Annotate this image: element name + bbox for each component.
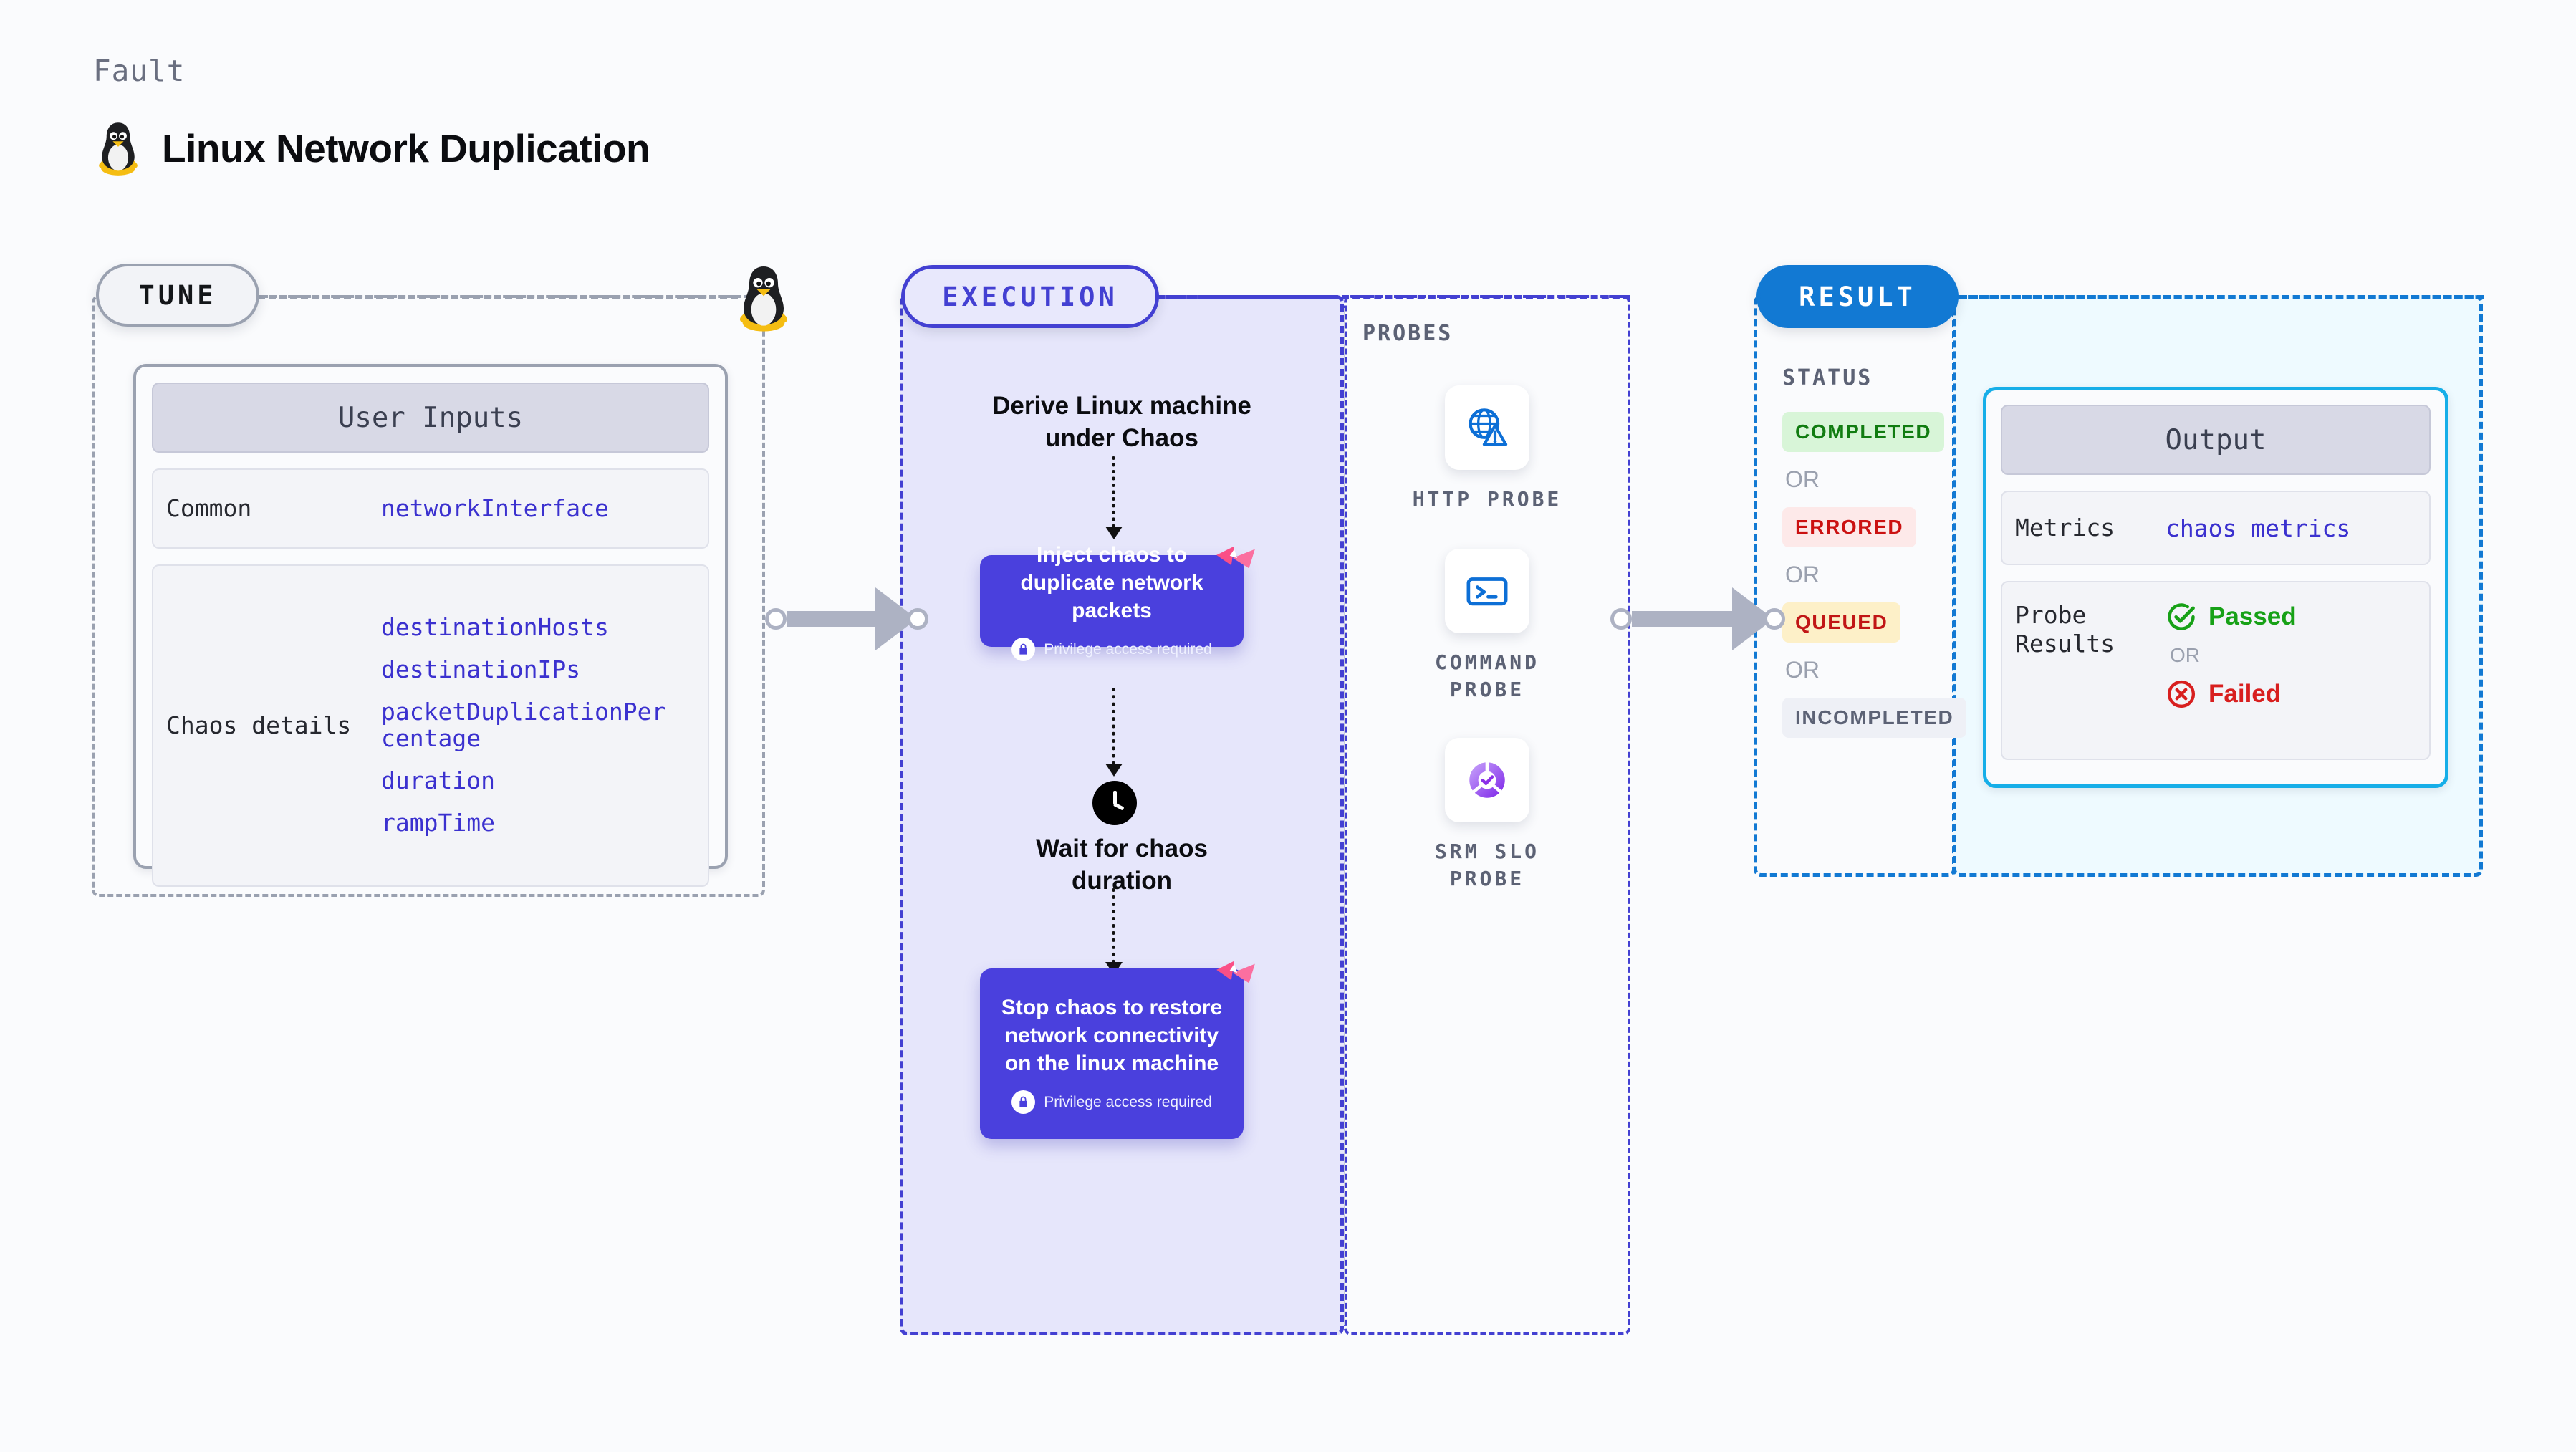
page-kicker: Fault xyxy=(93,54,186,88)
chaos-step-stop[interactable]: Stop chaos to restore network connectivi… xyxy=(980,968,1244,1139)
or-separator: OR xyxy=(1785,562,1820,587)
flow-step-title: Derive Linux machine under Chaos xyxy=(992,392,1251,452)
probe-verdict-failed: Failed xyxy=(2166,678,2297,710)
tune-dash-line xyxy=(258,295,738,299)
check-circle-icon xyxy=(2168,603,2195,630)
status-badge-queued: QUEUED xyxy=(1782,602,1901,643)
input-row-chaos-details: Chaos details destinationHosts destinati… xyxy=(152,564,709,887)
probes-section-label: PROBES xyxy=(1363,321,1453,346)
chaos-step-inject[interactable]: Inject chaos to duplicate network packet… xyxy=(980,543,1244,661)
input-value[interactable]: networkInterface xyxy=(381,494,609,522)
verdict-label: Passed xyxy=(2209,602,2297,630)
output-row-label: Probe Results xyxy=(2015,601,2115,658)
stage-pill-tune[interactable]: TUNE xyxy=(96,264,259,327)
input-value[interactable]: destinationHosts xyxy=(381,613,609,642)
page-title-text: Linux Network Duplication xyxy=(162,126,650,170)
input-value[interactable]: destinationIPs xyxy=(381,655,581,684)
tux-penguin-icon xyxy=(739,266,788,332)
connector-shaft xyxy=(1632,611,1734,627)
tux-penguin-icon xyxy=(99,122,138,176)
output-row-label: Metrics xyxy=(2015,514,2115,542)
status-section-label: STATUS xyxy=(1782,365,1873,390)
clock-icon xyxy=(1092,781,1137,825)
flow-arrow xyxy=(1105,888,1123,975)
page-title: Linux Network Duplication xyxy=(93,120,650,176)
terminal-icon xyxy=(1445,549,1529,633)
status-badge-incompleted: INCOMPLETED xyxy=(1782,698,1967,738)
output-row-probe-results: Probe Results Passed OR Failed xyxy=(2001,581,2431,760)
probe-item-srm-slo[interactable]: SRM SLO PROBE xyxy=(1394,738,1580,893)
stage-pill-execution[interactable]: EXECUTION xyxy=(901,265,1159,328)
stage-pill-result[interactable]: RESULT xyxy=(1756,265,1959,328)
connector-execution-to-result xyxy=(1610,587,1785,650)
connector-dot xyxy=(1610,608,1632,630)
lock-icon xyxy=(1011,1090,1036,1114)
chaos-step-text: Inject chaos to duplicate network packet… xyxy=(1020,543,1203,622)
probe-label: SRM SLO PROBE xyxy=(1434,840,1539,890)
metrics-value[interactable]: chaos metrics xyxy=(2166,514,2351,542)
probe-label: COMMAND PROBE xyxy=(1434,650,1539,701)
probe-item-http[interactable]: HTTP PROBE xyxy=(1394,385,1580,513)
slo-check-icon xyxy=(1445,738,1529,822)
or-separator: OR xyxy=(1785,466,1820,492)
execution-dash-line xyxy=(1158,295,1630,299)
or-separator: OR xyxy=(2170,644,2200,666)
connector-dot xyxy=(907,608,928,630)
user-inputs-title: User Inputs xyxy=(152,383,709,453)
input-row-common: Common networkInterface xyxy=(152,468,709,549)
privilege-note: Privilege access required xyxy=(1011,1090,1212,1114)
probe-label: HTTP PROBE xyxy=(1412,487,1562,511)
probe-verdict-passed: Passed xyxy=(2166,601,2297,633)
input-row-label: Chaos details xyxy=(166,711,352,740)
lock-icon xyxy=(1011,638,1036,661)
probes-divider xyxy=(1344,308,1345,1325)
status-badge-completed: COMPLETED xyxy=(1782,412,1945,452)
probe-item-command[interactable]: COMMAND PROBE xyxy=(1394,549,1580,703)
user-inputs-card: User Inputs Common networkInterface Chao… xyxy=(133,364,728,887)
or-separator: OR xyxy=(1785,657,1820,683)
connector-dot xyxy=(765,608,787,630)
input-value[interactable]: packetDuplicationPercentage xyxy=(381,698,666,752)
connector-tune-to-execution xyxy=(765,587,928,650)
input-value[interactable]: rampTime xyxy=(381,808,495,837)
privilege-note: Privilege access required xyxy=(1011,638,1212,661)
connector-dot xyxy=(1764,608,1785,630)
flow-arrow xyxy=(1105,456,1123,539)
status-list: COMPLETED OR ERRORED OR QUEUED OR INCOMP… xyxy=(1782,412,1967,738)
result-dash-line xyxy=(1957,295,2484,299)
flow-step-title: Wait for chaos duration xyxy=(1036,835,1208,895)
connector-shaft xyxy=(787,611,877,627)
litmus-chaos-icon xyxy=(1216,961,1255,984)
verdict-label: Failed xyxy=(2209,680,2282,708)
globe-warning-icon xyxy=(1445,385,1529,470)
privilege-note-text: Privilege access required xyxy=(1044,640,1212,658)
status-badge-errored: ERRORED xyxy=(1782,507,1917,547)
output-card: Output Metrics chaos metrics Probe Resul… xyxy=(1983,387,2448,788)
input-value[interactable]: duration xyxy=(381,766,495,794)
output-title: Output xyxy=(2001,405,2431,475)
output-row-metrics: Metrics chaos metrics xyxy=(2001,491,2431,565)
litmus-chaos-icon xyxy=(1216,546,1255,569)
chaos-step-text: Stop chaos to restore network connectivi… xyxy=(1001,996,1223,1075)
privilege-note-text: Privilege access required xyxy=(1044,1093,1212,1110)
flow-arrow xyxy=(1105,688,1123,777)
input-row-label: Common xyxy=(166,494,252,523)
x-circle-icon xyxy=(2167,680,2196,708)
